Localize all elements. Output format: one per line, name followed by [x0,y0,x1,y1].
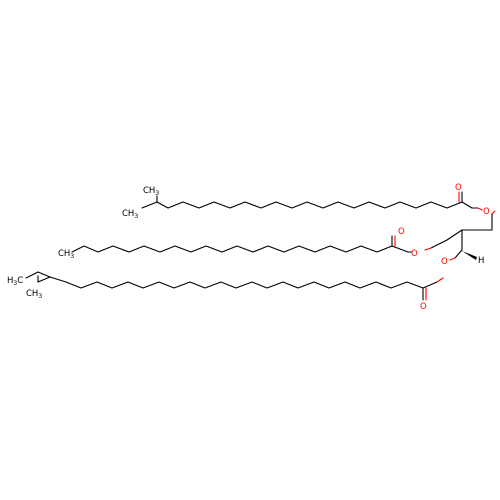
atom-labels: CH3 CH3 CH3 H3C CH3 O O O O O O H [7,183,490,312]
stereo-hydrogen-label: H [478,256,484,266]
chain-top [141,191,483,211]
methyl-label-5: CH3 [26,289,42,300]
methyl-label-2: CH3 [122,209,138,220]
oxygen-label-4: O [411,249,418,259]
methyl-label-1: CH3 [143,186,159,197]
methyl-label-4: H3C [7,276,23,287]
oxygen-label-2: O [483,207,490,217]
oxygen-label-6: O [420,302,427,312]
oxygen-label-5: O [441,257,448,267]
chain-middle [71,235,413,253]
glycerol-backbone [424,210,496,261]
oxygen-label-3: O [398,227,405,237]
methyl-label-3: CH3 [58,249,74,260]
chain-bottom [25,271,444,301]
oxygen-label-1: O [455,183,462,193]
